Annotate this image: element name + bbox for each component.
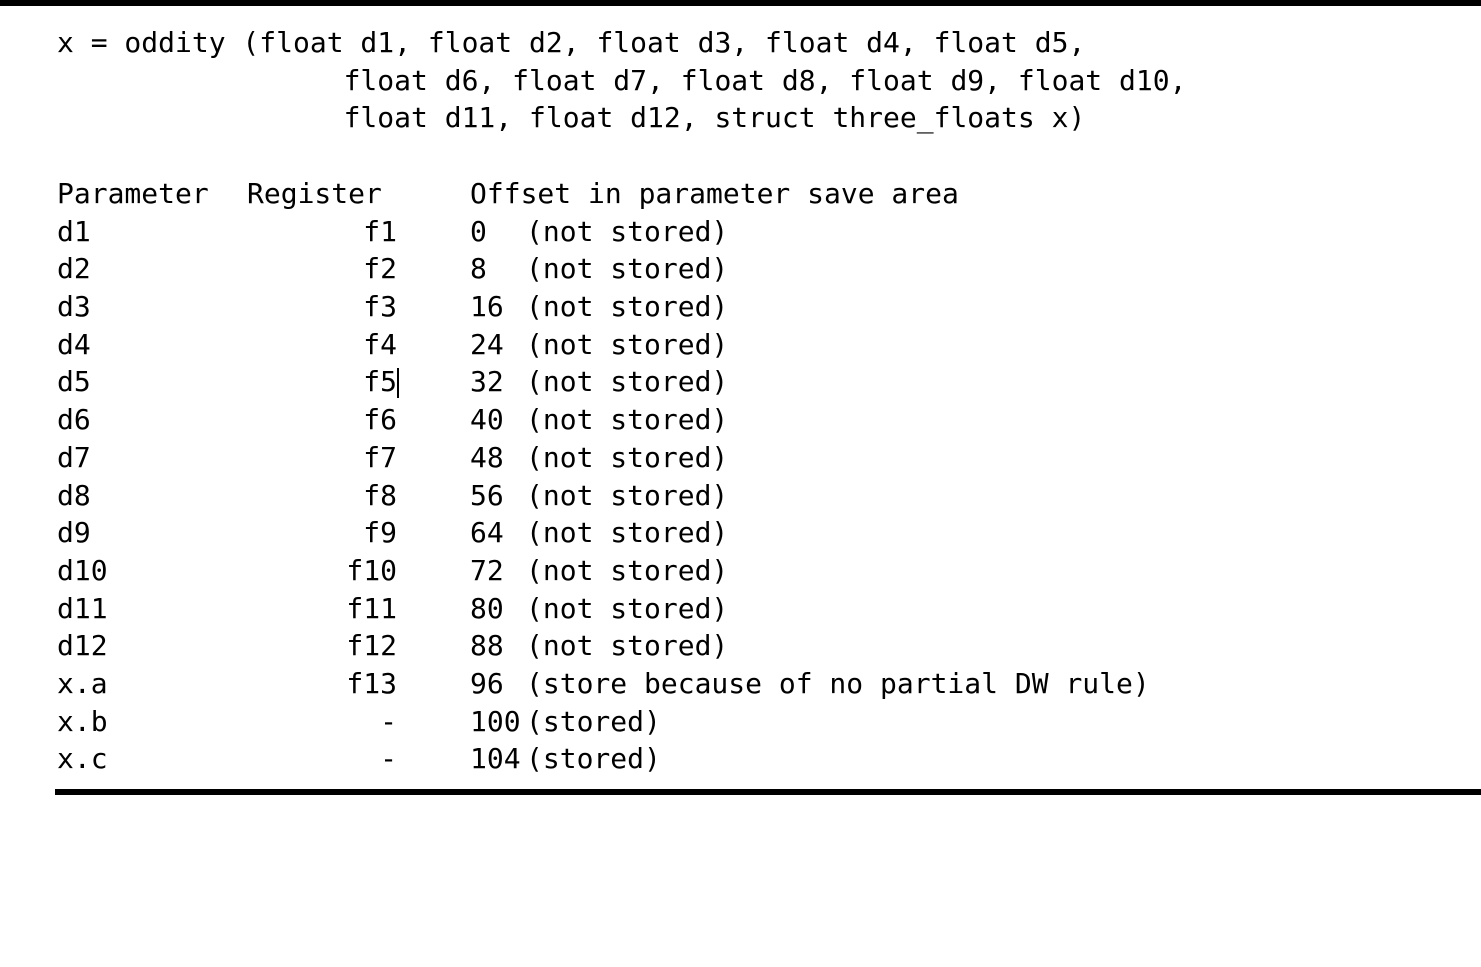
table-row: d9 f9 64 (not stored) <box>0 514 1481 552</box>
text-cursor-caret <box>397 368 399 399</box>
cell-note: (not stored) <box>526 478 729 512</box>
cell-note: (not stored) <box>526 290 729 324</box>
header-offset: Offset in parameter save area <box>470 177 959 210</box>
table-row: d2 f2 8 (not stored) <box>0 250 1481 288</box>
cell-parameter: d5 <box>57 365 91 399</box>
cell-parameter: d8 <box>57 478 91 512</box>
table-row: x.b - 100 (stored) <box>0 703 1481 741</box>
table-row: d8 f8 56 (not stored) <box>0 477 1481 515</box>
cell-offset: 56 <box>470 478 504 512</box>
register-allocation-table: Parameter Register Offset in parameter s… <box>0 175 1481 778</box>
table-row: x.c - 104 (stored) <box>0 740 1481 778</box>
cell-note: (store because of no partial DW rule) <box>526 666 1150 700</box>
cell-parameter: d2 <box>57 252 91 286</box>
cell-offset: 64 <box>470 516 504 550</box>
cell-offset: 16 <box>470 290 504 324</box>
cell-note: (stored) <box>526 742 661 776</box>
cell-register: f13 <box>346 666 397 700</box>
cell-register: f4 <box>363 327 397 361</box>
cell-register: f10 <box>346 553 397 587</box>
cell-parameter: x.b <box>57 704 108 738</box>
table-row: d6 f6 40 (not stored) <box>0 401 1481 439</box>
cell-register: f12 <box>346 629 397 663</box>
cell-note: (not stored) <box>526 327 729 361</box>
cell-note: (not stored) <box>526 591 729 625</box>
signature-line-3: float d11, float d12, struct three_float… <box>57 101 1086 135</box>
table-header-row: Parameter Register Offset in parameter s… <box>0 175 1481 213</box>
top-rule-divider <box>0 0 1481 6</box>
cell-offset: 100 <box>470 704 521 738</box>
cell-offset: 32 <box>470 365 504 399</box>
cell-note: (not stored) <box>526 214 729 248</box>
cell-parameter: d7 <box>57 440 91 474</box>
cell-note: (not stored) <box>526 440 729 474</box>
table-row: d12 f12 88 (not stored) <box>0 627 1481 665</box>
cell-offset: 8 <box>470 252 487 286</box>
cell-note: (not stored) <box>526 629 729 663</box>
cell-note: (not stored) <box>526 553 729 587</box>
cell-parameter: d12 <box>57 629 108 663</box>
cell-offset: 80 <box>470 591 504 625</box>
cell-register: f11 <box>346 591 397 625</box>
cell-offset: 40 <box>470 403 504 437</box>
cell-note: (not stored) <box>526 252 729 286</box>
signature-line-2: float d6, float d7, float d8, float d9, … <box>57 63 1187 97</box>
cell-parameter: d10 <box>57 553 108 587</box>
function-signature-block: x = oddity (float d1, float d2, float d3… <box>57 24 1457 137</box>
table-row: d3 f3 16 (not stored) <box>0 288 1481 326</box>
cell-register: f5 <box>363 365 397 399</box>
cell-parameter: x.a <box>57 666 108 700</box>
table-row: d4 f4 24 (not stored) <box>0 326 1481 364</box>
document-page: x = oddity (float d1, float d2, float d3… <box>0 0 1481 795</box>
cell-register: f8 <box>363 478 397 512</box>
cell-note: (not stored) <box>526 403 729 437</box>
cell-register: f2 <box>363 252 397 286</box>
cell-parameter: d6 <box>57 403 91 437</box>
cell-offset: 48 <box>470 440 504 474</box>
cell-offset: 24 <box>470 327 504 361</box>
header-parameter: Parameter <box>57 177 209 210</box>
cell-parameter: d1 <box>57 214 91 248</box>
cell-offset: 0 <box>470 214 487 248</box>
cell-note: (not stored) <box>526 516 729 550</box>
table-row: d11 f11 80 (not stored) <box>0 590 1481 628</box>
cell-register: f1 <box>363 214 397 248</box>
cell-note: (stored) <box>526 704 661 738</box>
cell-note: (not stored) <box>526 365 729 399</box>
cell-parameter: d9 <box>57 516 91 550</box>
cell-register: f7 <box>363 440 397 474</box>
cell-register: f3 <box>363 290 397 324</box>
cell-offset: 88 <box>470 629 504 663</box>
cell-parameter: d4 <box>57 327 91 361</box>
signature-line-1: x = oddity (float d1, float d2, float d3… <box>57 26 1086 59</box>
cell-offset: 104 <box>470 742 521 776</box>
bottom-rule-divider <box>55 789 1481 795</box>
table-row: x.a f13 96 (store because of no partial … <box>0 665 1481 703</box>
table-row: d10 f10 72 (not stored) <box>0 552 1481 590</box>
table-row: d7 f7 48 (not stored) <box>0 439 1481 477</box>
cell-offset: 96 <box>470 666 504 700</box>
cell-register: - <box>380 704 397 738</box>
cell-register: f9 <box>363 516 397 550</box>
cell-parameter: x.c <box>57 742 108 776</box>
header-register: Register <box>247 177 382 210</box>
cell-register: f6 <box>363 403 397 437</box>
cell-parameter: d3 <box>57 290 91 324</box>
cell-parameter: d11 <box>57 591 108 625</box>
table-row-active: d5 f5 32 (not stored) <box>0 363 1481 401</box>
cell-register: - <box>380 742 397 776</box>
cell-offset: 72 <box>470 553 504 587</box>
table-row: d1 f1 0 (not stored) <box>0 213 1481 251</box>
